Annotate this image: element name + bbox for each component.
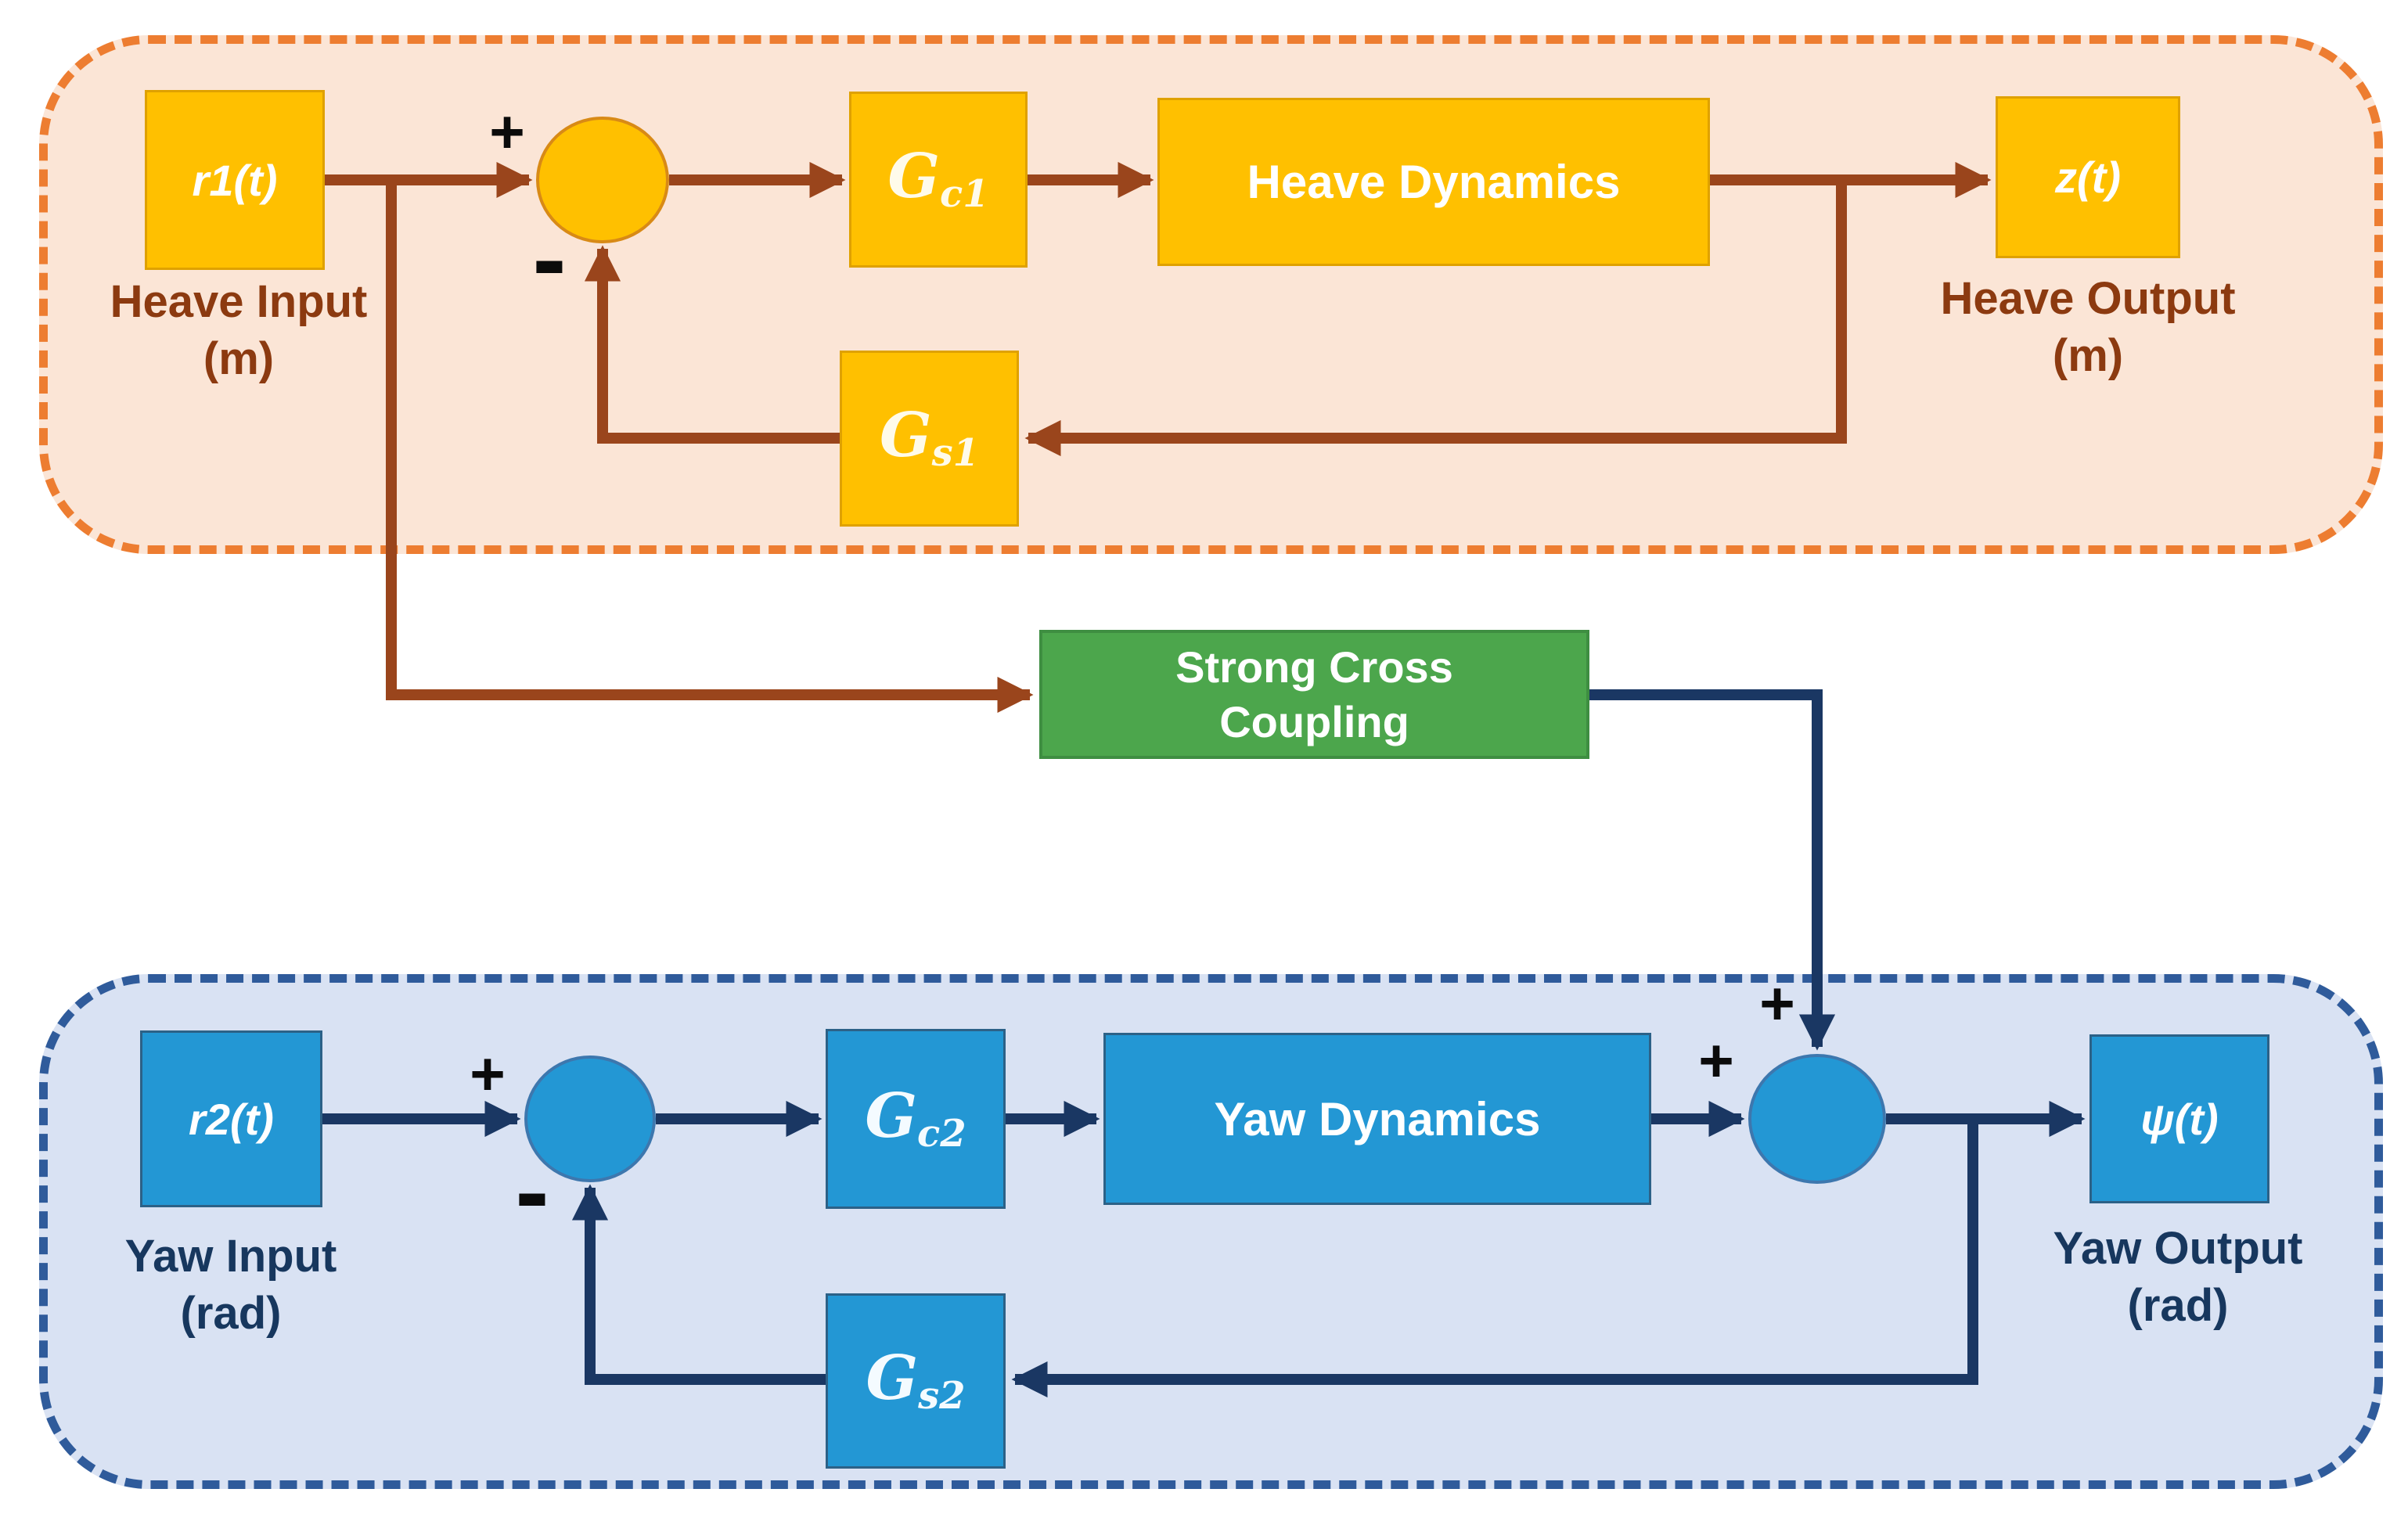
yaw-coupling-summing-junction (1748, 1054, 1886, 1184)
heave-dynamics-block: Heave Dynamics (1157, 98, 1710, 266)
yaw-dynamics-block: Yaw Dynamics (1103, 1033, 1651, 1205)
yaw-sensor-label: Gs2 (866, 1342, 966, 1418)
yaw-summing-junction (524, 1055, 656, 1182)
heave-sum-minus-sign: - (532, 201, 567, 315)
yaw-sum-minus-sign: - (515, 1134, 549, 1248)
heave-output-caption: Heave Output (m) (1940, 273, 2236, 381)
heave-dynamics-label: Heave Dynamics (1247, 156, 1621, 208)
heave-sum-plus-sign: + (489, 97, 525, 166)
yaw-input-caption: Yaw Input (rad) (124, 1231, 337, 1339)
wire-gs2-to-sum1b-minus (571, 1184, 826, 1385)
yaw-sum2-plus-top-sign: + (1759, 969, 1795, 1038)
yaw-output-caption: Yaw Output (rad) (2053, 1223, 2303, 1331)
arrow-r1-branch-to-coupling (386, 180, 1034, 714)
yaw-controller-label: Gc2 (865, 1080, 966, 1156)
heave-input-caption: Heave Input (m) (110, 276, 368, 384)
wire-gs1-to-sum1-minus (584, 245, 840, 444)
heave-output-signal-label: z(t) (2055, 153, 2121, 202)
heave-input-signal-label: r1(t) (192, 155, 278, 205)
heave-controller-block: Gc1 (849, 92, 1028, 268)
yaw-input-block: r2(t) (140, 1030, 322, 1207)
heave-controller-label: Gc1 (887, 141, 989, 216)
heave-sensor-label: Gs1 (879, 400, 980, 475)
yaw-output-block: ψ(t) (2089, 1034, 2269, 1203)
wire-yaw-feedback-to-gs2 (1011, 1119, 1978, 1398)
wire-coupling-to-sum2 (1589, 689, 1836, 1051)
yaw-input-signal-label: r2(t) (189, 1094, 274, 1144)
yaw-sum-plus-sign: + (470, 1039, 506, 1108)
yaw-sensor-block: Gs2 (826, 1293, 1006, 1469)
yaw-dynamics-label: Yaw Dynamics (1214, 1092, 1541, 1145)
yaw-sum2-plus-left-sign: + (1698, 1026, 1734, 1095)
yaw-controller-block: Gc2 (826, 1029, 1006, 1209)
wire-heave-feedback-to-gs1 (1024, 180, 1847, 457)
heave-sensor-block: Gs1 (840, 351, 1019, 527)
heave-input-block: r1(t) (145, 90, 325, 270)
heave-summing-junction (536, 117, 669, 243)
cross-coupling-block: Strong Cross Coupling (1039, 630, 1589, 759)
heave-output-block: z(t) (1996, 96, 2180, 258)
yaw-output-signal-label: ψ(t) (2140, 1094, 2219, 1144)
